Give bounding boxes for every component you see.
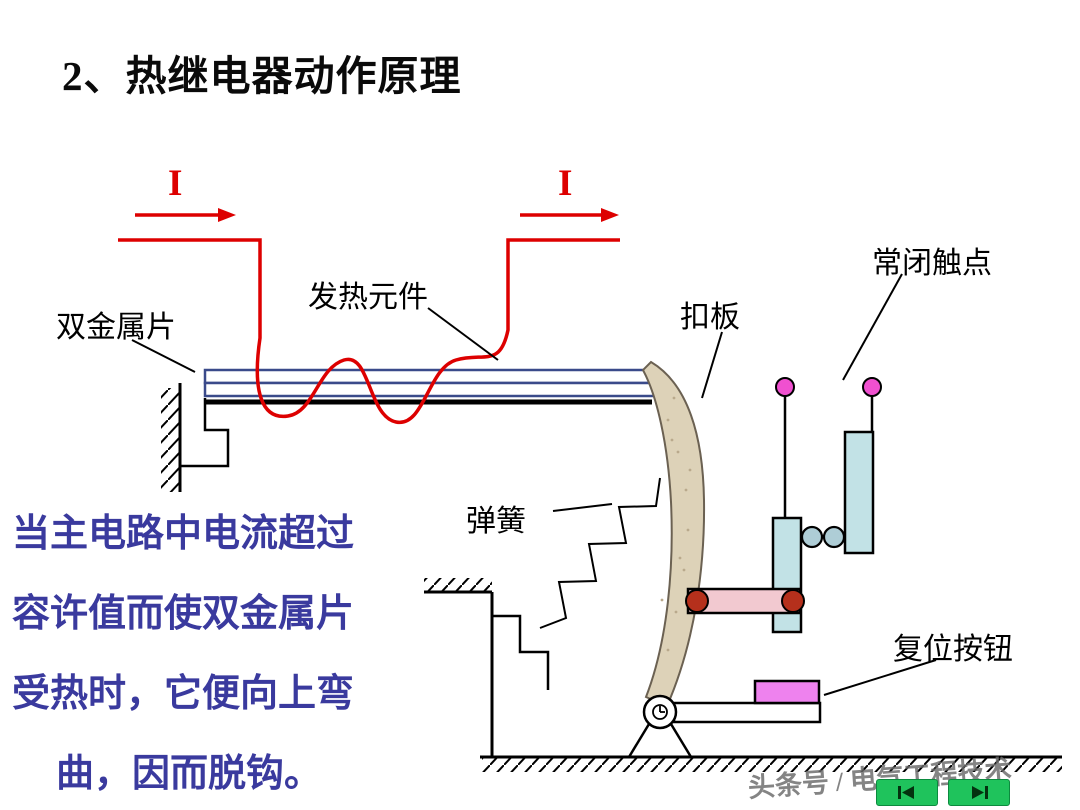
lever-assembly	[627, 679, 822, 758]
next-slide-button[interactable]	[948, 779, 1010, 806]
ground	[480, 755, 1062, 772]
body-text-line: 曲，因而脱钩。	[56, 753, 323, 795]
body-text-line: 容许值而使双金属片	[12, 593, 355, 635]
slide-title: 2、热继电器动作原理	[62, 53, 462, 99]
latch-pin-right	[781, 589, 805, 613]
label-heating-element: 发热元件	[308, 281, 428, 314]
spring-shape	[539, 477, 661, 629]
current-wire	[118, 238, 620, 424]
current-arrow-right	[520, 208, 619, 222]
latch-pin-left	[685, 589, 709, 613]
current-label-left: I	[168, 163, 183, 204]
explanation-text: 当主电路中电流超过 容许值而使双金属片 受热时，它便向上弯 曲，因而脱钩。	[12, 494, 428, 810]
movable-contact-arm	[771, 516, 803, 634]
latch-plate-shape	[641, 360, 706, 708]
terminal-left	[775, 377, 795, 397]
contact-assembly	[685, 377, 882, 634]
lever-bar	[672, 701, 822, 724]
current-arrow-left	[135, 208, 236, 222]
leader-lines	[131, 273, 937, 696]
label-latch-plate: 扣板	[680, 301, 740, 334]
label-bimetallic-strip: 双金属片	[56, 311, 176, 344]
pivot	[642, 694, 678, 730]
body-text-line: 受热时，它便向上弯	[12, 673, 355, 715]
plate-texture	[660, 396, 692, 652]
contact-tip-left	[800, 525, 824, 549]
slide-nav	[876, 779, 1010, 806]
terminal-right	[862, 377, 882, 397]
body-text-line: 当主电路中电流超过	[12, 513, 355, 555]
contact-tip-right	[822, 525, 846, 549]
current-label-right: I	[558, 163, 573, 204]
bimetallic-strip-shape	[203, 368, 657, 405]
middle-support	[424, 578, 550, 757]
mounting-step	[180, 398, 230, 468]
label-nc-contact: 常闭触点	[872, 247, 992, 280]
reset-button-shape	[753, 679, 821, 705]
fixed-contact-arm	[843, 430, 875, 555]
next-slide-icon	[972, 786, 988, 799]
prev-slide-icon	[898, 786, 914, 799]
fixed-wall	[161, 383, 230, 492]
label-spring: 弹簧	[466, 505, 526, 538]
label-reset-button: 复位按钮	[893, 633, 1013, 666]
prev-slide-button[interactable]	[876, 779, 938, 806]
